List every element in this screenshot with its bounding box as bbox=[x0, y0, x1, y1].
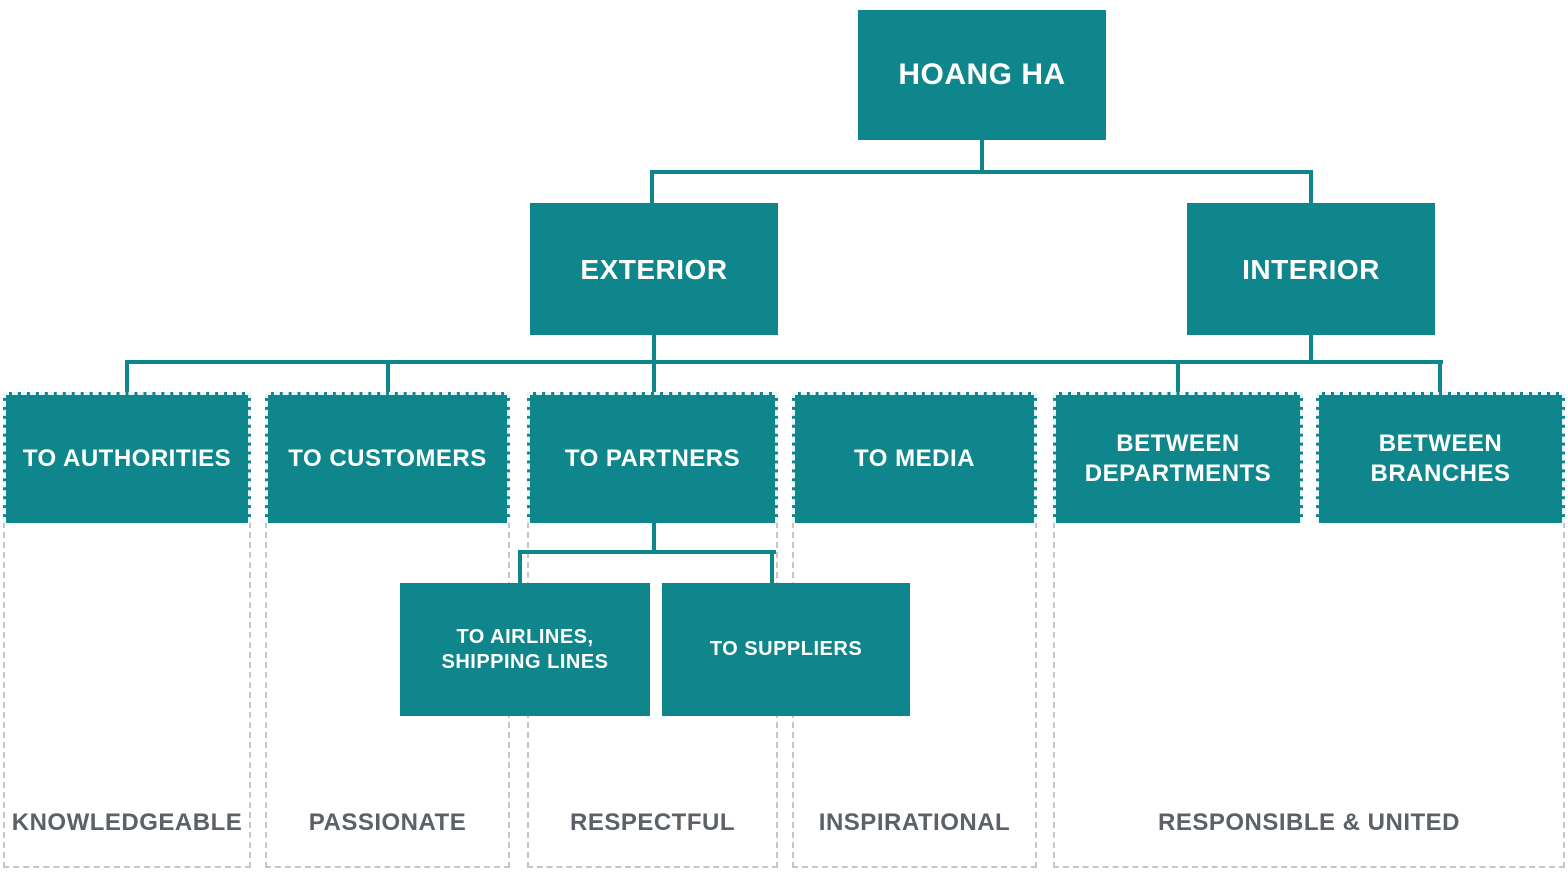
connector-exterior-drop bbox=[650, 172, 654, 203]
value-label-responsible-united: RESPONSIBLE & UNITED bbox=[1157, 809, 1461, 836]
value-label-inspirational: INSPIRATIONAL bbox=[818, 809, 1011, 836]
connector-level3-bus bbox=[518, 550, 776, 554]
node-to-airlines-shipping-lines: TO AIRLINES, SHIPPING LINES bbox=[400, 583, 650, 716]
value-label-passionate: PASSIONATE bbox=[308, 809, 467, 836]
connector-departments-drop bbox=[1176, 362, 1180, 392]
node-between-departments: BETWEEN DEPARTMENTS bbox=[1053, 392, 1303, 523]
connector-customers-drop bbox=[386, 362, 390, 392]
node-to-authorities: TO AUTHORITIES bbox=[3, 392, 251, 523]
connector-airlines-drop bbox=[518, 552, 522, 583]
value-label-respectful: RESPECTFUL bbox=[569, 809, 735, 836]
node-to-media: TO MEDIA bbox=[792, 392, 1037, 523]
connector-authorities-drop bbox=[125, 362, 129, 392]
value-label-knowledgeable: KNOWLEDGEABLE bbox=[11, 809, 243, 836]
connector-partners-down bbox=[652, 523, 656, 552]
connector-root-drop bbox=[980, 140, 984, 172]
node-exterior: EXTERIOR bbox=[530, 203, 778, 335]
connector-level2-bus bbox=[125, 360, 1443, 364]
node-to-partners: TO PARTNERS bbox=[527, 392, 778, 523]
node-interior: INTERIOR bbox=[1187, 203, 1435, 335]
connector-interior-down bbox=[1309, 335, 1313, 364]
node-between-branches: BETWEEN BRANCHES bbox=[1316, 392, 1565, 523]
node-to-suppliers: TO SUPPLIERS bbox=[662, 583, 910, 716]
node-hoang-ha: HOANG HA bbox=[858, 10, 1106, 140]
connector-suppliers-drop bbox=[770, 552, 774, 583]
node-to-customers: TO CUSTOMERS bbox=[265, 392, 510, 523]
column-authorities: KNOWLEDGEABLE bbox=[3, 392, 251, 868]
connector-branches-drop bbox=[1438, 362, 1442, 392]
connector-interior-drop bbox=[1309, 172, 1313, 203]
connector-level1-bus bbox=[650, 170, 1313, 174]
column-internal: RESPONSIBLE & UNITED bbox=[1053, 392, 1565, 868]
